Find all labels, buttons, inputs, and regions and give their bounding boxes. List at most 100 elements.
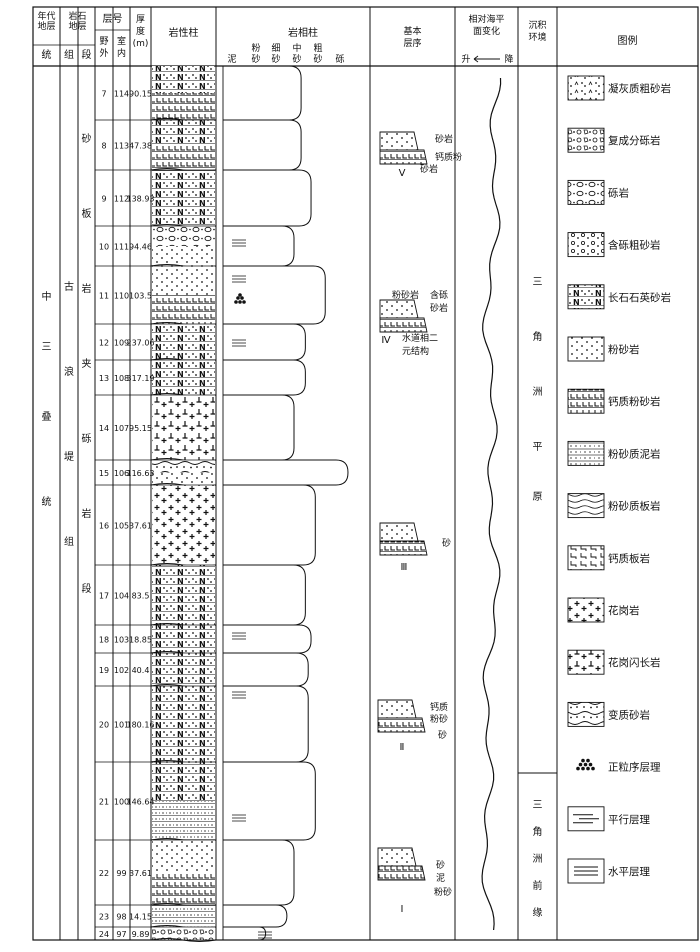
environment-char: 洲 [533,853,543,865]
lithology-fill [152,872,215,905]
legend-swatch [567,806,605,832]
member-char: 岩 [82,282,92,295]
legend-label: 花岗岩 [608,604,640,617]
legend-item: 凝灰质粗砂岩 [567,75,671,101]
layer-field-no: 10 [99,243,109,252]
environment-char: 角 [533,826,543,838]
graded-bedding-icon [588,762,593,767]
legend-swatch [567,127,605,153]
sequence-bed [379,149,428,165]
lithology-fill [152,360,215,395]
group-char: 组 [64,535,74,548]
legend-item: 砾岩 [567,179,629,205]
horizontal-bedding-icon [574,866,598,876]
legend-item: 钙质板岩 [567,545,650,571]
layer-lab-no: 101 [114,721,129,730]
facies-bed-profile [223,652,309,687]
legend-swatch [567,440,605,466]
legend-item: 粉砂质泥岩 [567,440,661,466]
table-frame [32,6,699,941]
lithology-fill [152,66,215,93]
legend-item: 钙质粉砂岩 [567,388,661,414]
parallel-bedding-icon [573,814,599,824]
lithology-fill [152,170,215,226]
grain-size-label: 粗 [313,42,322,54]
thickness-header: (m) [133,39,149,49]
legend-swatch [567,545,605,571]
environment-header: 沉积 [528,19,546,31]
bedding-symbol-icon [232,814,246,822]
series-char: 三 [42,342,52,353]
member-char: 砾 [82,432,92,445]
era-strata-header: 地层 [37,20,55,32]
layer-thickness: 180.16 [127,721,155,730]
bedding-symbol-icon [232,239,246,247]
field-header: 野 [99,36,108,47]
graded-bedding-icon [242,300,246,304]
era-strata-header: 年代 [37,10,55,22]
lithology-fill [152,226,215,246]
facies-bed-profile [223,225,295,267]
group-char: 浪 [64,365,74,378]
layer-lab-no: 100 [114,798,129,807]
series-header: 统 [42,48,52,61]
rise-label: 升 [461,54,470,65]
legend-swatch [567,858,605,884]
legend-label: 粉砂岩 [608,343,640,356]
lithology-fill [152,686,215,762]
lithology-fill [152,840,215,873]
graded-bedding-icon [591,766,595,771]
legend-label: 花岗闪长岩 [608,656,661,669]
legend-swatch [567,701,605,727]
layer-field-no: 23 [99,913,109,922]
facies-bed-profile [223,761,316,841]
legend-item: 花岗岩 [567,597,640,623]
sequence-unit: Ⅳ粉砂岩含砾砂岩水道相二元结构 [379,289,448,357]
layer-thickness: 94.46 [129,243,152,252]
layer-field-no: 21 [99,798,109,807]
facies-column-header: 岩相柱 [288,26,318,39]
sequence-numeral: Ⅲ [401,562,408,573]
legend-item: 变质砂岩 [567,701,650,727]
layer-field-no: 13 [99,374,109,383]
legend-item: 粉砂岩 [567,336,640,362]
group-char: 堤 [64,451,74,463]
grain-size-label: 中 [292,42,301,54]
lithology-fill [152,246,215,266]
legend: 凝灰质粗砂岩复成分砾岩砾岩含砾粗砂岩长石石英砂岩粉砂岩钙质粉砂岩粉砂质泥岩粉砂质… [567,75,671,884]
layer-thickness: 146.64 [127,798,155,807]
lithology-fill [152,266,215,295]
sequence-label: 砂 [442,537,451,549]
layer-lab-no: 104 [114,592,129,601]
graded-bedding-icon [576,766,580,771]
environment-char: 缘 [533,906,543,919]
sea-level-line [481,77,502,931]
lithology-fill [152,93,215,120]
legend-label: 凝灰质粗砂岩 [608,82,671,95]
layer-thickness: 317.19 [127,374,155,383]
sequence-label: 砂岩 [430,302,448,314]
layer-lab-no: 108 [114,374,129,383]
environment-header: 环境 [528,31,546,43]
legend-swatch [567,75,605,101]
thickness-header: 度 [136,25,145,37]
group-char: 古 [64,280,74,293]
outer-border [32,6,699,941]
layer-thickness: 9.89 [132,930,150,939]
sea-level-header: 面变化 [473,25,500,37]
facies-bed-profile [223,65,302,121]
sequence-label: 砂 [436,859,445,871]
sequence-bed [379,522,419,542]
legend-label: 平行层理 [608,813,650,826]
layer-thickness: 83.5 [132,592,150,601]
facies-bed-profile [223,624,312,654]
legend-label: 钙质粉砂岩 [608,395,661,408]
lithology-fill [152,927,215,940]
layer-lab-no: 99 [116,869,126,878]
layer-lab-no: 107 [114,424,129,433]
legend-item: 长石石英砂岩 [567,284,671,310]
